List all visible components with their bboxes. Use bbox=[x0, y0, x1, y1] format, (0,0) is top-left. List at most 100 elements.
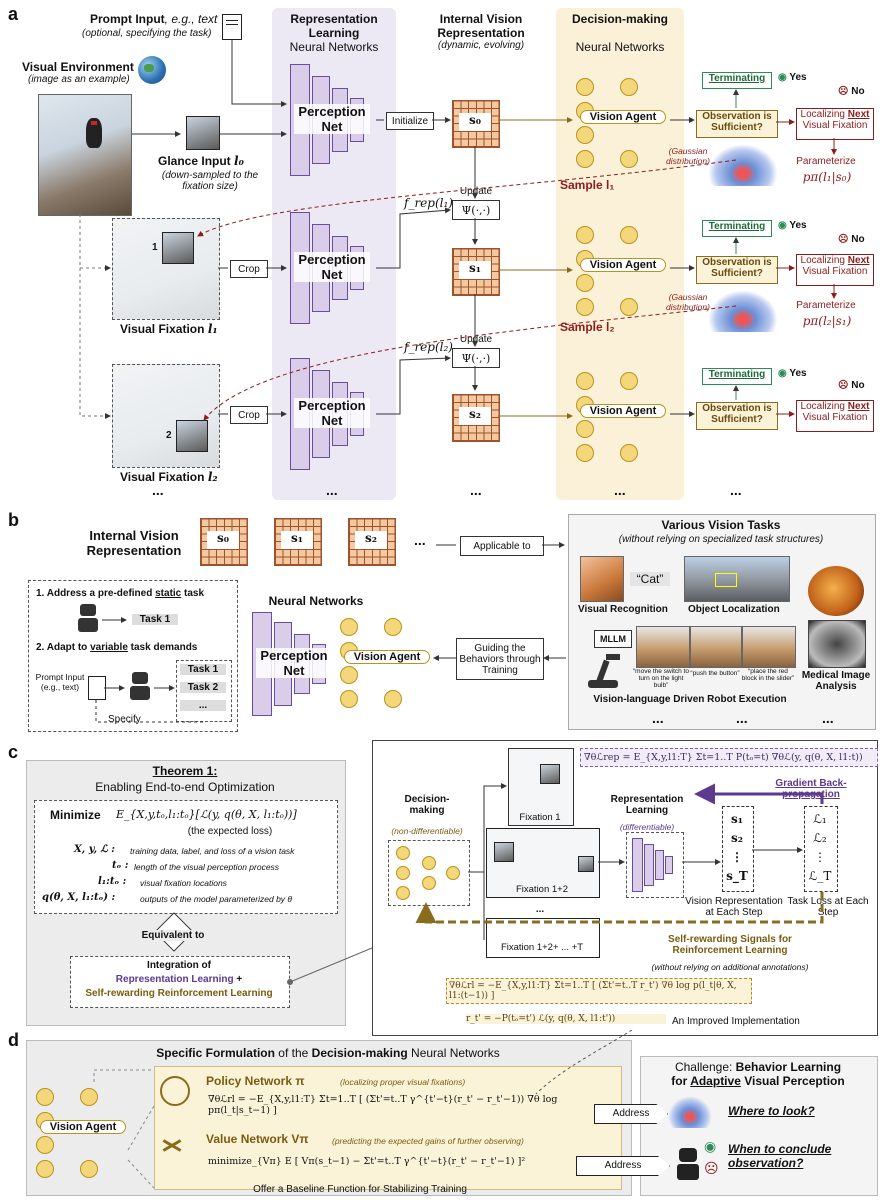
psi-box-1: Ψ(·,·) bbox=[452, 200, 500, 220]
task1-b: Task 1 bbox=[180, 664, 226, 675]
l-item-dots: ⋮ bbox=[814, 850, 826, 864]
nn-b-title: Neural Networks bbox=[268, 594, 364, 608]
vision-agent-1: Vision Agent bbox=[576, 220, 668, 316]
crop-box-1: Crop bbox=[230, 260, 268, 278]
ivr-col-title: Internal Vision Representation bbox=[437, 12, 525, 40]
gaussian-0: (Gaussian distribution) bbox=[666, 146, 710, 166]
no-2: ☹ No bbox=[838, 380, 865, 391]
fix12T-label: Fixation 1+2+ ... +T bbox=[500, 942, 584, 953]
s-item-1: s₁ bbox=[730, 812, 743, 826]
b-dots-3: ... bbox=[736, 710, 748, 726]
xray-image bbox=[808, 620, 866, 668]
robot-scene-3 bbox=[742, 626, 796, 668]
theorem-sub: Enabling End-to-end Optimization bbox=[95, 780, 275, 794]
dec-col-title: Decision-making bbox=[571, 12, 669, 26]
objective-box bbox=[34, 800, 338, 914]
terminating-2: Terminating bbox=[702, 368, 772, 385]
vision-agent-0-label: Vision Agent bbox=[580, 110, 666, 124]
p-pi-0: pπ(l₁|s₀) bbox=[802, 170, 852, 184]
no-0: ☹ No bbox=[838, 86, 865, 97]
c-dots: ... bbox=[535, 904, 545, 915]
vr-each: Vision Representation at Each Step bbox=[685, 896, 783, 918]
def3: visual fixation locations bbox=[140, 878, 227, 888]
robot-arm-icon bbox=[584, 650, 624, 690]
self-signal: Self-rewarding Signals for Reinforcement… bbox=[668, 934, 792, 956]
decision-nodes bbox=[396, 846, 460, 900]
robot-icon-2 bbox=[128, 672, 152, 702]
address-arrow-2: Address bbox=[576, 1156, 670, 1176]
initialize-box: Initialize bbox=[386, 112, 434, 130]
visual-fixation-2-label: Visual Fixation l₂ bbox=[120, 470, 218, 484]
cat-image bbox=[580, 556, 624, 602]
s-item-dots: ⋮ bbox=[731, 850, 743, 864]
fixation-1-card bbox=[508, 748, 574, 826]
gaussian-plot-0 bbox=[708, 144, 778, 186]
fixation-2-patch bbox=[176, 420, 208, 452]
b-s1-label: s₁ bbox=[281, 531, 313, 549]
robot-icon-d bbox=[676, 1148, 700, 1182]
robot-icon-1 bbox=[76, 604, 100, 634]
def2-sym: tₒ : bbox=[112, 860, 129, 871]
item-2: 2. Adapt to variable task demands bbox=[36, 642, 198, 653]
policy-note: (localizing proper visual fixations) bbox=[340, 1077, 466, 1087]
fixation-12T-card bbox=[486, 918, 600, 958]
terminating-1: Terminating bbox=[702, 220, 772, 237]
tasks-title: Various Vision Tasks bbox=[661, 518, 781, 532]
panel-b-label: b bbox=[8, 510, 19, 530]
def3-sym: l₁:tₒ : bbox=[98, 876, 127, 887]
grad-rl-formula: ∇θℒrl = −E_{X,y,l1:T} Σt=1..T [ (Σt'=t..… bbox=[446, 978, 752, 1004]
l-list-box bbox=[804, 806, 838, 892]
value-formula: minimize_{Vπ} E [ Vπ(s_t−1) − Σt'=t..T γ… bbox=[208, 1156, 526, 1167]
b-state-s0: s₀ bbox=[200, 518, 248, 566]
gaussian-icon-d bbox=[668, 1096, 712, 1128]
where-to-look: Where to look? bbox=[728, 1104, 815, 1118]
non-diff: (non-differentiable) bbox=[391, 826, 463, 836]
ellipsis-a1: ... bbox=[152, 482, 164, 498]
grad-rep-formula: ∇θℒrep = E_{X,y,l1:T} Σt=1..T P(tₒ=t) ∇θ… bbox=[580, 748, 878, 767]
task-dots-b: ... bbox=[180, 700, 226, 711]
observation-sufficient-2: Observation is Sufficient? bbox=[696, 402, 778, 430]
robot-title: Vision-language Driven Robot Execution bbox=[593, 694, 787, 705]
def1-sym: X, y, ℒ : bbox=[74, 844, 115, 855]
item-1: 1. Address a pre-defined static task bbox=[36, 588, 205, 599]
observation-sufficient-0: Observation is Sufficient? bbox=[696, 110, 778, 138]
perception-net-0: Perception Net bbox=[290, 64, 374, 176]
baseline-label: Offer a Baseline Function for Stabilizin… bbox=[253, 1184, 467, 1195]
frown-icon: ☹ bbox=[704, 1160, 719, 1176]
tl-each: Task Loss at Each Step bbox=[787, 896, 869, 918]
parameterize-0: Parameterize bbox=[796, 156, 856, 167]
visual-fixation-1-label: Visual Fixation l₁ bbox=[120, 322, 218, 336]
panel-d-connectors bbox=[93, 1030, 633, 1189]
value-title: Value Network Vπ bbox=[206, 1132, 309, 1146]
rep-col-title: Representation Learning bbox=[290, 12, 378, 40]
l-item-1: ℒ₁ bbox=[813, 812, 827, 826]
b-state-s2: s₂ bbox=[348, 518, 396, 566]
fixation-1-card-patch bbox=[540, 764, 560, 784]
prompt-input-note: (optional, specifying the task) bbox=[82, 28, 212, 39]
frep-1: f_rep(l₁) bbox=[404, 196, 453, 210]
ellipsis-a5: ... bbox=[730, 482, 742, 498]
task1-a: Task 1 bbox=[132, 614, 178, 625]
l-item-2: ℒ₂ bbox=[813, 831, 827, 845]
panel-c-label: c bbox=[8, 742, 19, 762]
def1: training data, label, and loss of a visi… bbox=[130, 846, 295, 856]
prompt-input-title: Prompt Input, e.g., text bbox=[90, 12, 218, 26]
robot-q1: “move the switch to turn on the light bu… bbox=[633, 668, 689, 689]
panel-c-connectors bbox=[287, 783, 824, 985]
minimize-label: Minimize bbox=[50, 808, 101, 822]
def2: length of the visual perception process bbox=[134, 862, 280, 872]
visual-fixation-2-image bbox=[112, 364, 220, 468]
integration-box bbox=[70, 956, 290, 1008]
panel-a-label: a bbox=[8, 4, 19, 24]
bird-shape bbox=[86, 118, 102, 148]
visual-recognition: Visual Recognition bbox=[578, 604, 668, 615]
theorem-title: Theorem 1: bbox=[152, 764, 218, 778]
ellipsis-a3: ... bbox=[470, 482, 482, 498]
fixation-12-patch-1 bbox=[494, 842, 514, 862]
vision-agent-1-label: Vision Agent bbox=[580, 258, 666, 272]
dec-col-sub: Neural Networks bbox=[575, 40, 665, 54]
perception-net-1-label: Perception Net bbox=[294, 252, 370, 282]
def4-sym: q(θ, X, l₁:tₒ) : bbox=[42, 892, 116, 903]
b-state-s1: s₁ bbox=[274, 518, 322, 566]
visual-env-note: (image as an example) bbox=[28, 74, 130, 85]
